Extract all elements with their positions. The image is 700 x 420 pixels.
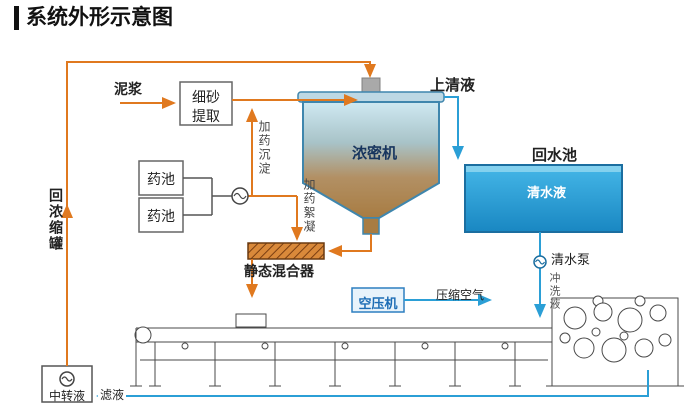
filtrate-label: 滤液	[98, 386, 127, 403]
static-mixer-body	[247, 242, 325, 260]
return-water-pool-tank	[464, 164, 623, 233]
return-water-pool-label: 回水池	[532, 147, 578, 164]
air-compressor-box	[351, 287, 405, 313]
belt-filter-press	[130, 295, 684, 387]
transfer-pump-icon	[59, 371, 75, 387]
chem-pool-1-label: 药池	[147, 171, 175, 187]
chem-pool-2-label: 药池	[147, 208, 175, 224]
clear-water-pump-label: 清水泵	[549, 249, 593, 268]
dosing-flocculation-label: 加药絮凝	[302, 178, 316, 234]
page-title: 系统外形示意图	[14, 6, 173, 31]
thickener-label: 浓密机	[352, 145, 398, 162]
clear-water-label: 清水液	[527, 185, 567, 200]
chem-pool-2-box	[138, 197, 184, 233]
fine-sand-extraction-label: 细砂提取	[192, 89, 220, 124]
compressed-air-label: 压缩空气	[436, 288, 485, 302]
air-compressor-label: 空压机	[358, 296, 398, 311]
water-flow-lines	[96, 96, 649, 402]
return-thickening-tank-label: 回浓缩罐	[48, 188, 64, 252]
slurry-label: 泥浆	[114, 81, 142, 97]
clear-water-pump-icon	[533, 255, 547, 269]
supernatant-label: 上清液	[430, 77, 476, 94]
transfer-liquid-label: 中转液	[48, 389, 85, 403]
flushing-liquid-label: 冲洗液	[548, 272, 560, 311]
static-mixer-label: 静态混合器	[244, 263, 314, 279]
chemical-piping	[183, 177, 232, 216]
fine-sand-extraction-box	[179, 81, 233, 126]
dosing-sedimentation-label: 加药沉淀	[257, 120, 271, 176]
slurry-flow-lines	[61, 61, 376, 366]
dosing-pump-icon	[231, 187, 249, 205]
